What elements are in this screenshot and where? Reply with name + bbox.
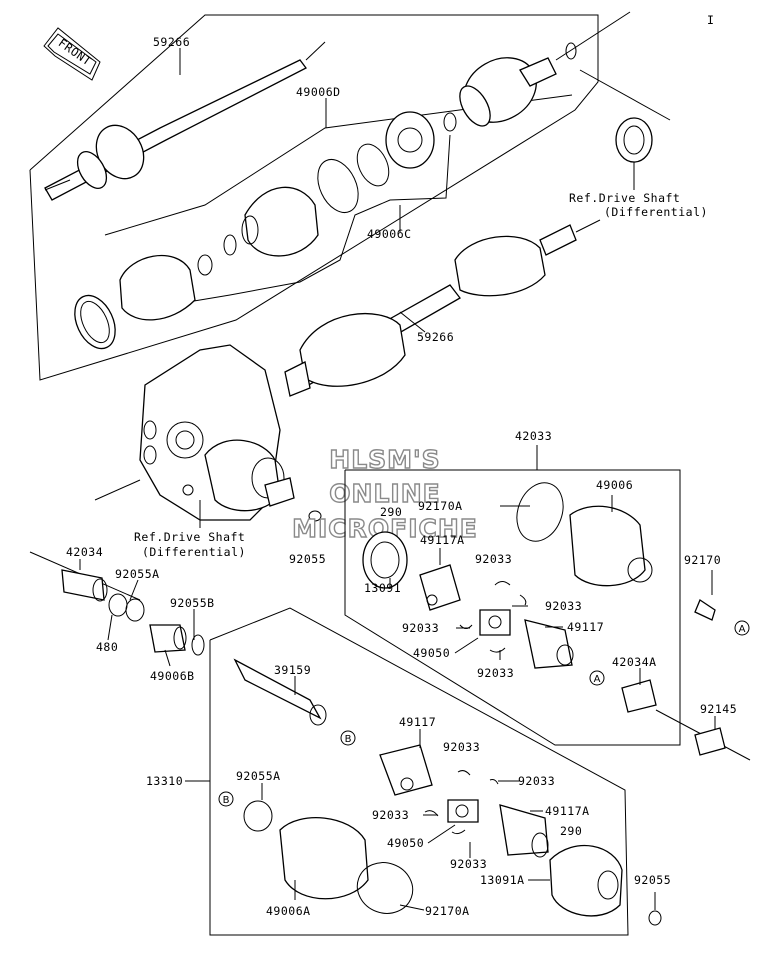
part-92033-lower-2: 92033	[518, 774, 555, 788]
part-92055-lower: 92055	[634, 873, 671, 887]
part-49117a-lower: 49117A	[545, 804, 590, 818]
corner-mark: I	[707, 13, 714, 27]
part-49006b: 49006B	[150, 669, 195, 683]
part-92055-upper: 92055	[289, 552, 326, 566]
part-49006d: 49006D	[296, 85, 341, 99]
leader-lines	[79, 48, 716, 911]
part-42034: 42034	[66, 545, 103, 559]
part-92033-lower-4: 92033	[450, 857, 487, 871]
part-92055a-left: 92055A	[115, 567, 160, 581]
svg-text:A: A	[739, 624, 746, 635]
upper-joint-parts	[362, 482, 751, 761]
callout-a-2: A	[589, 670, 605, 686]
part-92055b: 92055B	[170, 596, 215, 610]
lower-joint-parts	[233, 658, 662, 926]
part-92145: 92145	[700, 702, 737, 716]
part-49006a: 49006A	[266, 904, 311, 918]
watermark-line-2: ONLINE	[329, 479, 440, 508]
lower-shaft-frame	[209, 607, 629, 936]
upper-axle-frame	[29, 14, 599, 381]
callout-a-1: A	[734, 620, 750, 636]
front-label: FRONT	[56, 36, 94, 69]
svg-text:B: B	[345, 734, 352, 745]
callout-b-1: B	[340, 730, 356, 746]
middle-drive-shaft	[284, 219, 601, 397]
part-39159: 39159	[274, 663, 311, 677]
part-92033-upper-4: 92033	[477, 666, 514, 680]
part-49006c: 49006C	[367, 227, 412, 241]
part-92033-lower-3: 92033	[372, 808, 409, 822]
part-290-lower: 290	[560, 824, 582, 838]
part-290-upper: 290	[380, 505, 402, 519]
propeller-joint-frame	[344, 469, 681, 746]
part-480: 480	[96, 640, 118, 654]
ref-drive-shaft-label-1: Ref.Drive Shaft	[569, 191, 680, 205]
part-59266-mid: 59266	[417, 330, 454, 344]
part-13091a: 13091A	[480, 873, 525, 887]
part-49117-upper: 49117	[567, 620, 604, 634]
outer-joint-top	[459, 11, 631, 127]
svg-text:B: B	[223, 795, 230, 806]
part-92170a-upper: 92170A	[418, 499, 463, 513]
upper-boot-set	[74, 111, 457, 350]
ref-differential-label-1: (Differential)	[604, 205, 708, 219]
callout-b-2: B	[218, 791, 234, 807]
part-49050-lower: 49050	[387, 836, 424, 850]
part-42033: 42033	[515, 429, 552, 443]
part-92170a-lower: 92170A	[425, 904, 470, 918]
circlip-92055	[308, 510, 322, 522]
part-59266-top: 59266	[153, 35, 190, 49]
part-49117-lower: 49117	[399, 715, 436, 729]
front-arrow-icon: FRONT	[43, 27, 101, 81]
part-13091: 13091	[364, 581, 401, 595]
differential-housing	[94, 344, 295, 528]
part-13310: 13310	[146, 774, 183, 788]
ref-differential-label-2: (Differential)	[142, 545, 246, 559]
part-42034a: 42034A	[612, 655, 657, 669]
differential-gear-icon	[579, 69, 671, 190]
part-49006: 49006	[596, 478, 633, 492]
upper-drive-shaft	[44, 41, 326, 201]
part-92170: 92170	[684, 553, 721, 567]
part-92033-upper-1: 92033	[475, 552, 512, 566]
left-parts	[29, 551, 205, 656]
part-49050-upper: 49050	[413, 646, 450, 660]
ref-drive-shaft-label-2: Ref.Drive Shaft	[134, 530, 245, 544]
part-92033-upper-2: 92033	[545, 599, 582, 613]
svg-text:A: A	[594, 674, 601, 685]
part-92055a-lower: 92055A	[236, 769, 281, 783]
part-92033-lower-1: 92033	[443, 740, 480, 754]
part-92033-upper-3: 92033	[402, 621, 439, 635]
part-49117a-upper: 49117A	[420, 533, 465, 547]
